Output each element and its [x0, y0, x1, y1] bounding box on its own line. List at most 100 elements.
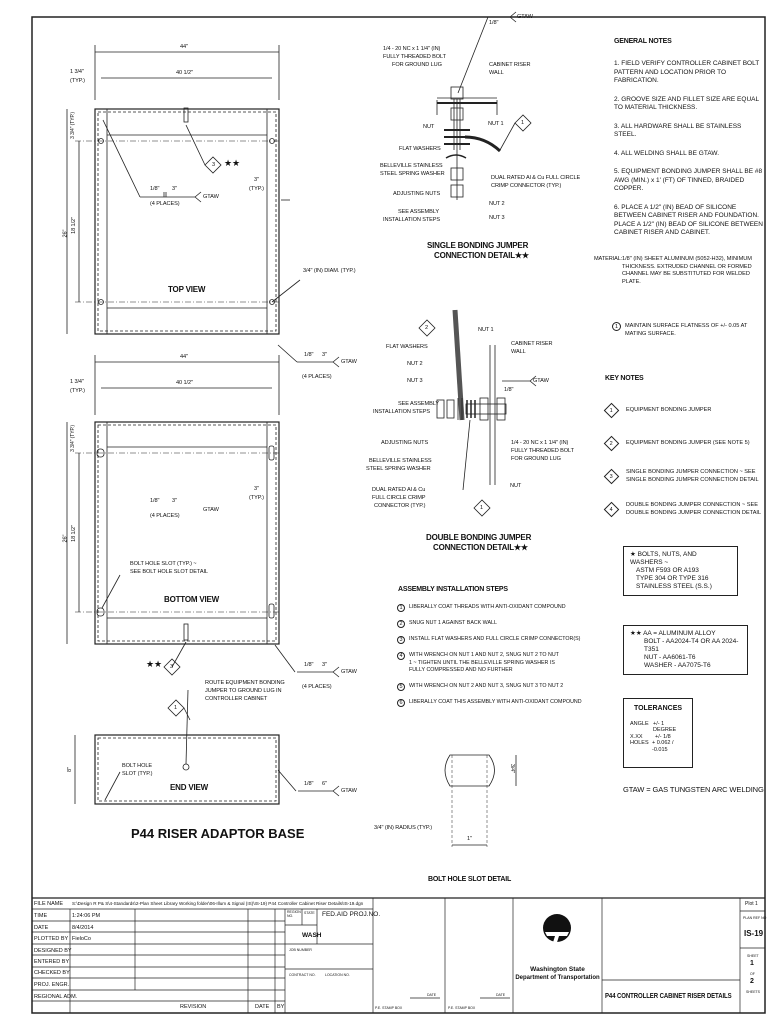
- dim-44: 44": [180, 44, 188, 50]
- weld3-gtaw: GTAW: [341, 359, 357, 365]
- wsdot-logo: [543, 914, 571, 952]
- step-text: LIBERALLY COAT THREADS WITH ANTI-OXIDANT…: [409, 604, 566, 610]
- aluminum-alloy-box: ★★ AA = ALUMINUM ALLOY BOLT - AA2024-T4 …: [623, 625, 748, 675]
- weld2-gtaw: GTAW: [341, 669, 357, 675]
- step-text: WITH WRENCH ON NUT 2 AND NUT 3, SNUG NUT…: [409, 682, 564, 689]
- see-assembly-2: INSTALLATION STEPS: [383, 217, 441, 223]
- slot-radius-label: 3/4" (IN) RADIUS (TYP.): [374, 825, 433, 831]
- general-note: 5. EQUIPMENT BONDING JUMPER SHALL BE #8 …: [614, 168, 763, 192]
- job-number-label: JOB NUMBER: [289, 948, 312, 952]
- nut-2-label: NUT 2: [407, 361, 423, 367]
- material-label: MATERIAL:: [594, 256, 623, 262]
- belleville-label-1: BELLEVILLE STAINLESS: [369, 458, 432, 464]
- box-line: STAINLESS STEEL (S.S.): [636, 583, 712, 590]
- step-text: SNUG NUT 1 AGAINST BACK WALL: [409, 620, 497, 626]
- dim-3: 3": [254, 177, 259, 183]
- weld-size: 1/8": [504, 387, 514, 393]
- dim-18: 18 1/2": [70, 525, 77, 542]
- nut-3-label: NUT 3: [407, 378, 423, 384]
- box-line: NUT - AA6061-T6: [644, 654, 696, 661]
- crimp-label-1: DUAL RATED Al & Cu FULL CIRCLE: [491, 175, 581, 181]
- general-note: 4. ALL WELDING SHALL BE GTAW.: [614, 149, 719, 157]
- dim-typ: (TYP.): [70, 78, 85, 84]
- org-name-2: Department of Transportation: [515, 975, 600, 981]
- tb-value: 8/4/2014: [72, 925, 94, 931]
- general-note: 6. PLACE A 1/2" (IN) BEAD OF SILICONE BE…: [614, 203, 763, 237]
- plan-ref-value: IS-19: [744, 929, 764, 938]
- single-bonding-detail-drawing: [436, 11, 532, 200]
- route-note-3: CONTROLLER CABINET: [205, 696, 268, 702]
- key-note-number: 3: [609, 473, 614, 480]
- single-detail-title-2: CONNECTION DETAIL★★: [434, 251, 529, 260]
- key-note-ref: 2: [425, 325, 429, 331]
- flatness-note-number: 1: [612, 322, 621, 331]
- crimp-label-1: DUAL RATED Al & Cu: [372, 487, 426, 493]
- box-line: ★ BOLTS, NUTS, AND WASHERS ~: [630, 551, 697, 566]
- key-note-text: EQUIPMENT BONDING JUMPER: [626, 406, 712, 413]
- crimp-label-3: CONNECTOR (TYP.): [374, 503, 426, 509]
- tb-label: PROJ. ENGR.: [34, 982, 70, 988]
- diamond-icon: 3: [603, 468, 620, 485]
- slot-label-1: BOLT HOLE: [122, 763, 152, 769]
- box-line: BOLT - AA2024-T4 OR AA 2024-T351: [644, 638, 739, 653]
- see-assembly-1: SEE ASSEMBLY: [398, 209, 439, 215]
- weld-size: 1/8": [150, 498, 160, 504]
- gtaw: GTAW: [517, 14, 533, 20]
- fed-aid-label: FED.AID PROJ.NO.: [322, 911, 381, 918]
- title-block-grid: [32, 897, 765, 1013]
- step-number: 1: [397, 604, 405, 612]
- step-text: WITH WRENCH ON NUT 1 AND NUT 2, SNUG NUT…: [409, 652, 559, 673]
- tolerance-value: +/- 1 DEGREE: [652, 720, 677, 734]
- dim-3: 3": [254, 486, 259, 492]
- belleville-label-2: STEEL SPRING WASHER: [366, 466, 431, 472]
- tb-label: PLOTTED BY: [34, 936, 69, 942]
- double-star-icon: ★★: [146, 659, 162, 669]
- crimp-label-2: FULL CIRCLE CRIMP: [372, 495, 426, 501]
- slot-label-2: SLOT (TYP.): [122, 771, 153, 777]
- tolerance-row: HOLES+ 0.062 / -0.015: [630, 740, 686, 753]
- assembly-step: 2 SNUG NUT 1 AGAINST BACK WALL: [397, 620, 587, 628]
- wall-label-1: CABINET RISER: [489, 62, 531, 68]
- gtaw-definition: GTAW = GAS TUNGSTEN ARC WELDING: [623, 785, 764, 794]
- weld-length: 6": [322, 781, 327, 787]
- double-star-icon: ★★: [224, 158, 240, 168]
- dim-40: 40 1/2": [176, 70, 193, 76]
- weld3-places: (4 PLACES): [302, 374, 332, 380]
- wall-label-1: CABINET RISER: [511, 341, 553, 347]
- sheet-title: P44 CONTROLLER CABINET RISER DETAILS: [605, 993, 732, 1000]
- slot-note-2: SEE BOLT HOLE SLOT DETAIL: [130, 569, 208, 575]
- state-value: WASH: [302, 932, 322, 939]
- state-label: STATE: [304, 911, 315, 915]
- dim-3-3-4: 3 3/4" (TYP.): [69, 112, 76, 139]
- date-header: DATE: [255, 1004, 270, 1010]
- dim-typ-2: (TYP.): [249, 495, 264, 501]
- key-note-number: 2: [609, 440, 614, 447]
- end-view-drawing: [74, 689, 340, 805]
- sheet-number: 1: [750, 960, 754, 967]
- stamp-date-label-2: DATE: [496, 993, 506, 997]
- gtaw: GTAW: [533, 378, 549, 384]
- key-note-text: DOUBLE BONDING JUMPER CONNECTION ~ SEE D…: [626, 502, 762, 516]
- see-assembly-2: INSTALLATION STEPS: [373, 409, 431, 415]
- dim-44: 44": [180, 354, 188, 360]
- key-note-text: EQUIPMENT BONDING JUMPER (SEE NOTE 5): [626, 439, 750, 446]
- weld-size: 1/8": [150, 186, 160, 192]
- dim-8: 8": [66, 767, 73, 772]
- general-note: 1. FIELD VERIFY CONTROLLER CABINET BOLT …: [614, 60, 760, 84]
- hole-diam-label: 3/4" (IN) DIAM. (TYP.): [303, 268, 356, 274]
- tolerances-box: TOLERANCES ANGLE+/- 1 DEGREE X.XX+/- 1/8…: [623, 698, 693, 768]
- general-note: 3. ALL HARDWARE SHALL BE STAINLESS STEEL…: [614, 122, 742, 139]
- tb-value: FieloCo: [72, 936, 91, 942]
- weld-gtaw: GTAW: [341, 788, 357, 794]
- sheets-label: SHEETS: [746, 990, 761, 994]
- region-no-label: REGION NO.: [287, 910, 301, 919]
- step-number: 2: [397, 620, 405, 628]
- tolerances-title: TOLERANCES: [633, 705, 683, 712]
- double-detail-title-2: CONNECTION DETAIL★★: [433, 543, 528, 552]
- revision-header: REVISION: [180, 1004, 207, 1010]
- see-assembly-1: SEE ASSEMBLY: [398, 401, 439, 407]
- dim-typ-2: (TYP.): [249, 186, 264, 192]
- plan-ref-label: PLAN REF NO: [743, 916, 767, 920]
